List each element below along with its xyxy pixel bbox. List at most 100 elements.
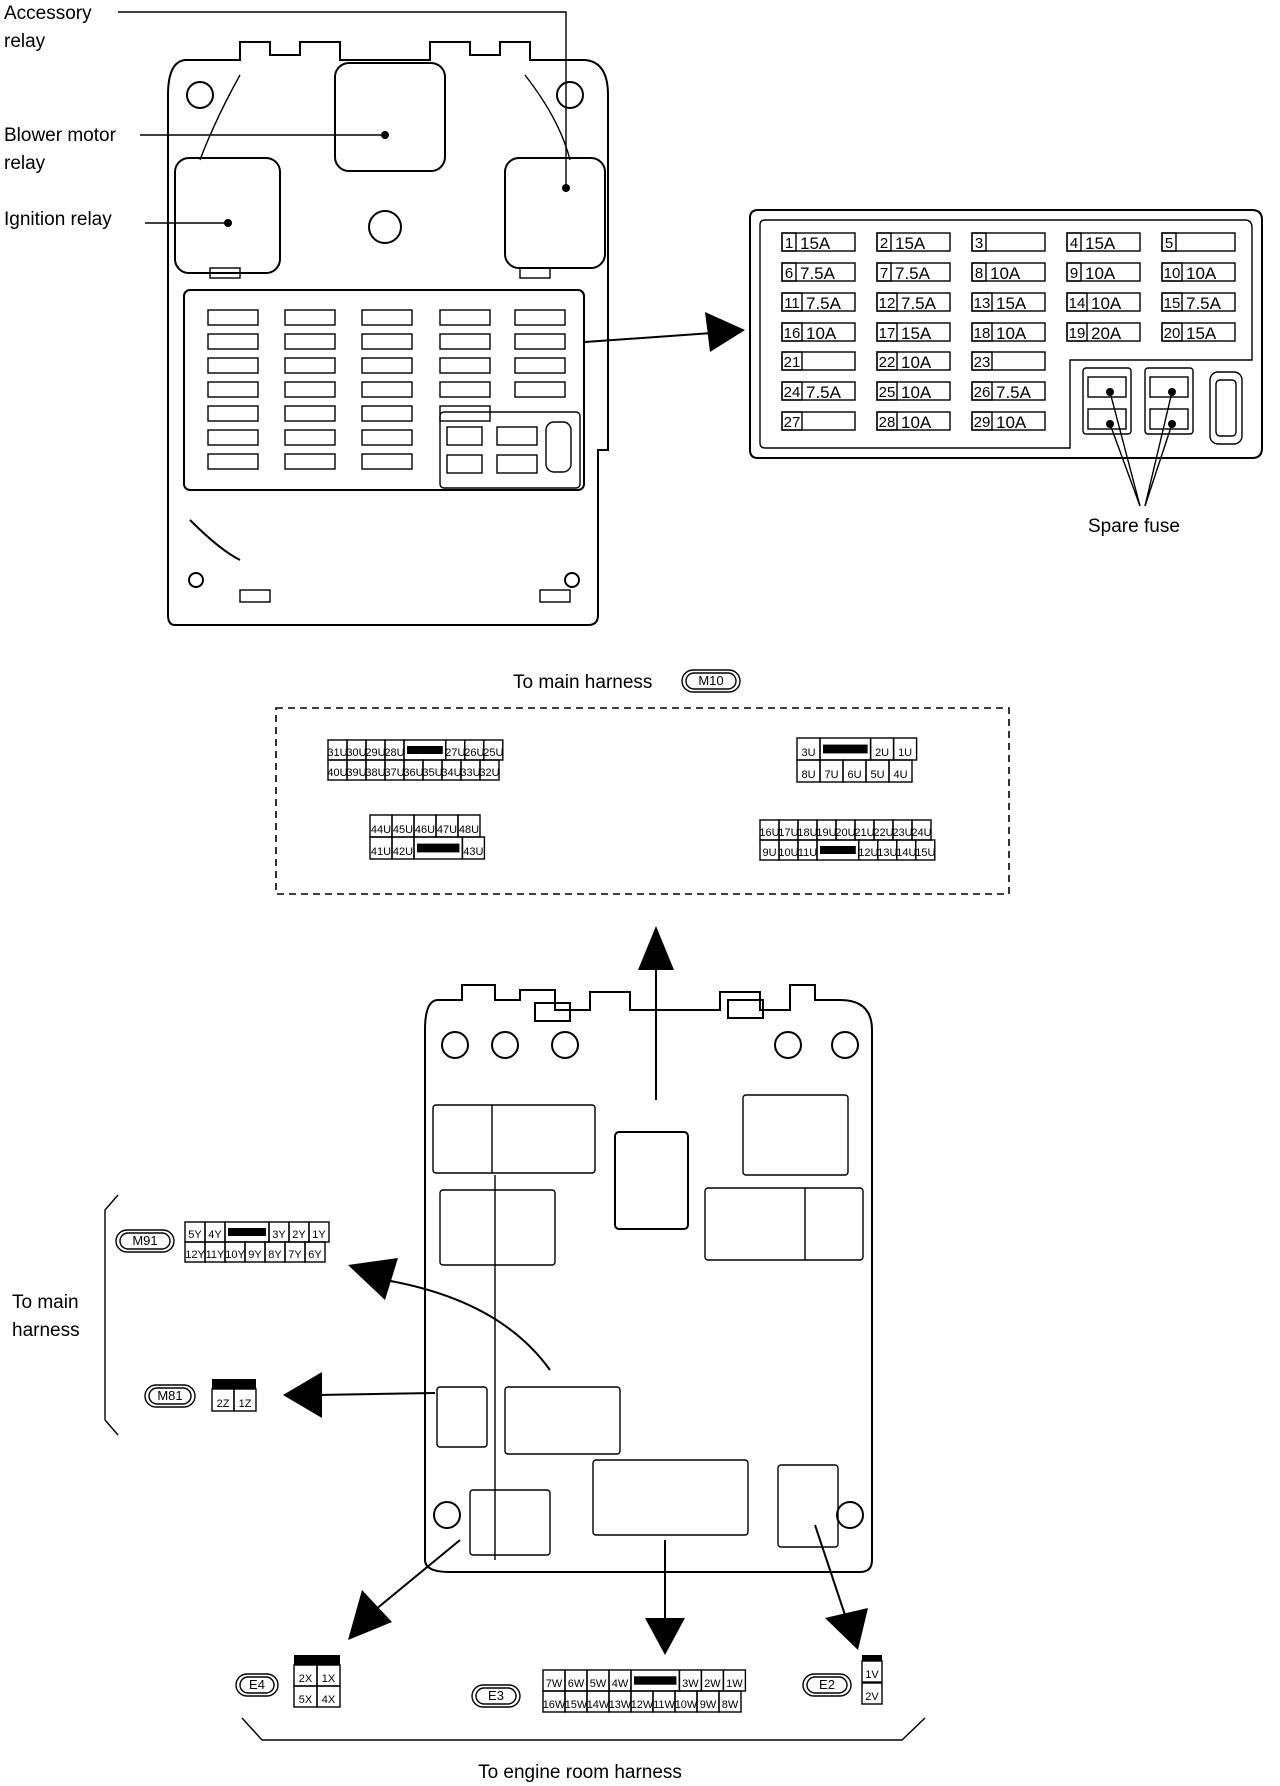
connector-id-m10: M10 — [698, 673, 723, 688]
svg-text:47U: 47U — [437, 824, 457, 836]
fuse-slot — [361, 309, 413, 326]
pin-11U: 11U — [797, 839, 818, 861]
spare-fuse-label: Spare fuse — [1088, 516, 1180, 537]
fuse-number: 19 — [1069, 325, 1086, 342]
pin-14U: 14U — [896, 839, 917, 861]
fuse-rating: 15A — [800, 234, 831, 253]
fuse-number: 29 — [974, 414, 991, 431]
connector-id-m81: M81 — [157, 1388, 182, 1403]
svg-text:41U: 41U — [371, 846, 391, 858]
fuse-number: 26 — [974, 384, 991, 401]
fuse-slot — [207, 309, 259, 326]
fuse-slot — [514, 357, 566, 374]
fuse-slot — [514, 333, 566, 350]
pin-8U: 8U — [796, 759, 821, 783]
pin-15W: 15W — [564, 1690, 588, 1713]
pin-36U: 36U — [403, 759, 424, 781]
pin-2U: 2U — [869, 737, 895, 761]
svg-text:10Y: 10Y — [225, 1249, 245, 1261]
svg-text:6U: 6U — [847, 769, 861, 781]
fuse-number: 20 — [1164, 325, 1181, 342]
fuse-block-front-view — [167, 41, 609, 626]
fuse-rating: 10A — [806, 324, 837, 343]
svg-text:10U: 10U — [778, 847, 798, 859]
fuse-number: 16 — [784, 325, 801, 342]
fuse-slot — [439, 381, 491, 398]
pin-6W: 6W — [564, 1669, 588, 1692]
fuse-slot — [514, 309, 566, 326]
to-main-harness-left-label-line2: harness — [12, 1320, 80, 1341]
pin-5X: 5X — [293, 1685, 318, 1708]
fuse-rating: 10A — [996, 413, 1027, 432]
svg-text:45U: 45U — [393, 824, 413, 836]
pin-33U: 33U — [460, 759, 481, 781]
pin-5W: 5W — [586, 1669, 610, 1692]
svg-text:19U: 19U — [816, 827, 836, 839]
fuse-rating: 7.5A — [996, 383, 1032, 402]
pin-34U: 34U — [441, 759, 462, 781]
fuse-slot — [207, 405, 259, 422]
fuse-slot — [284, 453, 336, 470]
svg-text:7U: 7U — [824, 769, 838, 781]
svg-text:6Y: 6Y — [308, 1249, 322, 1261]
up-arrow — [638, 926, 674, 1100]
spare-fuse-slot — [1087, 376, 1127, 398]
spare-fuse-slot — [1087, 408, 1127, 430]
svg-text:37U: 37U — [384, 767, 404, 779]
pin-40U: 40U — [327, 759, 348, 781]
ignition-relay — [174, 157, 281, 274]
fuse-rating: 15A — [1186, 324, 1217, 343]
pin-11W: 11W — [652, 1690, 676, 1713]
pin-6U: 6U — [842, 759, 867, 783]
fuse-slot — [514, 381, 566, 398]
svg-text:34U: 34U — [441, 767, 461, 779]
fuse-rating: 10A — [901, 413, 932, 432]
svg-text:12W: 12W — [631, 1699, 654, 1711]
svg-text:4Y: 4Y — [208, 1229, 222, 1241]
pin-3U: 3U — [796, 737, 821, 761]
pin-42U: 42U — [391, 836, 415, 860]
svg-text:3W: 3W — [682, 1678, 699, 1690]
connector-id-badge — [802, 1673, 852, 1697]
fuse-26: 26 7.5A — [971, 381, 1046, 402]
svg-text:1X: 1X — [322, 1673, 336, 1685]
pin-1U: 1U — [892, 737, 918, 761]
pin-5U: 5U — [865, 759, 890, 783]
fuse-slot — [284, 381, 336, 398]
fuse-number: 12 — [879, 295, 896, 312]
fuse-3: 3 — [971, 232, 1046, 252]
svg-text:2X: 2X — [299, 1673, 313, 1685]
fuse-slot — [207, 429, 259, 446]
fuse-block-rear-view — [424, 984, 873, 1573]
pin-3W: 3W — [678, 1669, 703, 1692]
svg-text:40U: 40U — [327, 767, 347, 779]
fuse-number: 1 — [785, 235, 793, 252]
fuse-rating: 10A — [996, 324, 1027, 343]
fuse-29: 29 10A — [971, 411, 1046, 432]
connector-id-e4: E4 — [249, 1677, 265, 1692]
svg-text:4U: 4U — [893, 769, 907, 781]
pin-20U: 20U — [835, 819, 856, 841]
fuse-number: 4 — [1070, 235, 1078, 252]
svg-text:13U: 13U — [877, 847, 897, 859]
pin-4Y: 4Y — [204, 1221, 226, 1243]
accessory-relay-label-line2: relay — [4, 31, 46, 52]
pin-13U: 13U — [877, 839, 898, 861]
svg-text:12Y: 12Y — [185, 1249, 205, 1261]
fuse-slot — [439, 333, 491, 350]
fuse-21: 21 — [781, 351, 856, 371]
svg-text:28U: 28U — [384, 747, 404, 759]
pin-41U: 41U — [369, 836, 393, 860]
